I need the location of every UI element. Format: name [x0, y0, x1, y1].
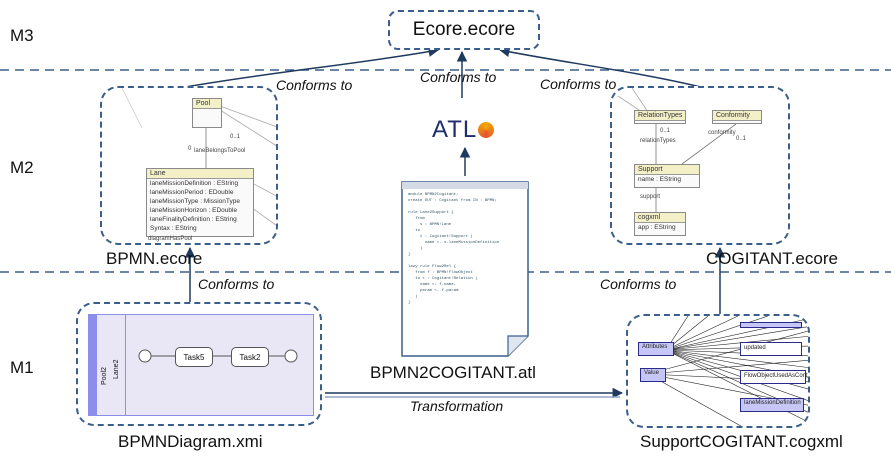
- support-class: Support name : EString: [634, 164, 700, 188]
- pool-class: Pool: [192, 98, 222, 128]
- diagram-has-pool-label: diagramHasPool: [148, 236, 193, 242]
- transformation-label: Transformation: [410, 398, 504, 414]
- conformity-multiplicity: 0..1: [736, 136, 747, 142]
- level-m1-label: M1: [10, 358, 34, 377]
- conformity-role: conformity: [708, 130, 736, 136]
- top-node: [740, 322, 802, 328]
- arrow-bpmn-to-ecore: [179, 46, 440, 89]
- bpmn-ecore-box: Pool 0..1 0 laneBelongsToPool Lane laneM…: [100, 86, 278, 245]
- pool-container: Pool2 Lane2 Task5 Task2: [88, 314, 314, 416]
- bpmn-flow-edges: [138, 349, 298, 363]
- pool-class-name: Pool: [193, 99, 221, 109]
- lane-attr: Syntax : EString: [150, 225, 197, 232]
- arrow-cogitant-to-ecore: [498, 46, 706, 89]
- atl-code-preview: module BPMN2Cogitant; create OUT : Cogit…: [408, 193, 500, 305]
- flow-object-node: FlowObjectUsedAsControl: [740, 370, 808, 384]
- level-m3-label: M3: [10, 26, 34, 45]
- conformity-class: Conformity: [712, 110, 762, 124]
- attributes-node: Attributes: [638, 342, 674, 356]
- relation-types-class-name: RelationTypes: [635, 111, 685, 121]
- support-class-name: Support: [635, 165, 699, 175]
- conforms-label-cogxml: Conforms to: [600, 276, 677, 292]
- conforms-label-cogitant: Conforms to: [540, 76, 617, 92]
- lane-attr: laneMissionType : MissionType: [150, 198, 240, 205]
- support-attr: name : EString: [638, 176, 681, 183]
- conformity-class-name: Conformity: [713, 111, 761, 121]
- bpmn-diagram-box: Pool2 Lane2 Task5 Task2: [76, 302, 322, 426]
- pool-zero: 0: [188, 146, 192, 152]
- bpmn-ecore-label: BPMN.ecore: [106, 249, 203, 268]
- cogitant-ecore-label: COGITANT.ecore: [706, 249, 838, 268]
- lane-attr: laneMissionHorizon : EDouble: [150, 207, 238, 214]
- cogxml-attr: app : EString: [638, 224, 676, 231]
- bpmn-diagram-label: BPMNDiagram.xmi: [118, 432, 263, 451]
- lane-class-name: Lane: [147, 169, 253, 179]
- conforms-label-bpmndiag: Conforms to: [198, 276, 275, 292]
- ecore-label: Ecore.ecore: [412, 19, 516, 40]
- lane-attr: laneMissionDefinition : EString: [150, 180, 239, 187]
- task-node: Task5: [175, 347, 213, 367]
- atl-logo-o-icon: [478, 122, 495, 138]
- atl-logo: ATL: [432, 116, 495, 144]
- updated-node: updated: [740, 342, 802, 356]
- level-m2-label: M2: [10, 158, 34, 177]
- cogxml-diagram-box: Attributes Value updated FlowObjectUsedA…: [626, 314, 810, 428]
- conforms-label-bpmn: Conforms to: [276, 77, 353, 93]
- pool-bar: [89, 315, 97, 415]
- support-cogxml-label: SupportCOGITANT.cogxml: [640, 432, 843, 451]
- lane-divider: [125, 315, 126, 415]
- lane-attr: laneFinalityDefinition : EString: [150, 216, 237, 223]
- relation-types-role: relationTypes: [640, 138, 676, 144]
- cogitant-meta-edges: [617, 88, 737, 212]
- cogxml-class-name: cogxml: [635, 213, 685, 223]
- atl-document-icon: module BPMN2Cogitant; create OUT : Cogit…: [400, 180, 530, 358]
- cogxml-class: cogxml app : EString: [634, 212, 686, 236]
- lane-attr: laneMissionPeriod : EDouble: [150, 189, 234, 196]
- relation-types-multiplicity: 0..1: [660, 128, 671, 134]
- conforms-label-atl: Conforms to: [420, 69, 497, 85]
- cogitant-ecore-box: RelationTypes Conformity 0..1 relationTy…: [610, 86, 790, 245]
- lane-mission-node: laneMissionDefinition: [740, 398, 804, 412]
- atl-logo-text: ATL: [432, 116, 478, 143]
- pool-multiplicity: 0..1: [230, 134, 241, 140]
- atl-file-label: BPMN2COGITANT.atl: [370, 363, 536, 382]
- bpmn-meta-edges: [121, 88, 276, 226]
- lane-class: Lane laneMissionDefinition : EString lan…: [146, 168, 254, 237]
- relation-types-class: RelationTypes: [634, 110, 686, 124]
- support-role: support: [640, 194, 661, 200]
- lane-to-pool-label: laneBelongsToPool: [194, 148, 246, 154]
- task-node: Task2: [231, 347, 269, 367]
- ecore-metamodel-box: Ecore.ecore: [388, 10, 540, 50]
- value-node: Value: [640, 368, 666, 382]
